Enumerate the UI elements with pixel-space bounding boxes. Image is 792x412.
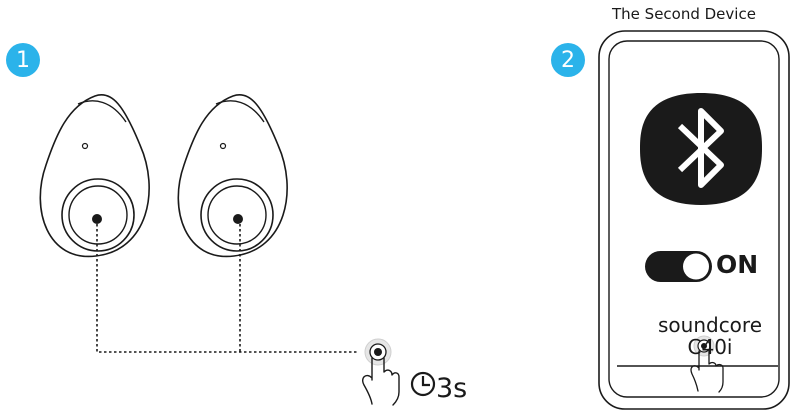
right-earbud — [177, 94, 288, 258]
touch-area-connector-lines — [96, 224, 358, 353]
clock-icon — [410, 371, 436, 397]
hold-duration-label: 3s — [436, 373, 468, 404]
left-earbud — [39, 94, 150, 258]
step-badge-2: 2 — [551, 43, 585, 77]
device-name-model: C40i — [687, 335, 733, 359]
bluetooth-toggle-switch — [645, 251, 712, 282]
second-device-phone — [598, 30, 790, 410]
tap-finger-icon — [362, 338, 400, 406]
second-device-heading: The Second Device — [612, 5, 756, 23]
bluetooth-icon — [640, 93, 762, 205]
device-name-brand: soundcore — [657, 313, 763, 337]
tap-finger-icon — [690, 335, 724, 393]
step-badge-1: 1 — [6, 43, 40, 77]
toggle-state-label: ON — [716, 250, 759, 279]
